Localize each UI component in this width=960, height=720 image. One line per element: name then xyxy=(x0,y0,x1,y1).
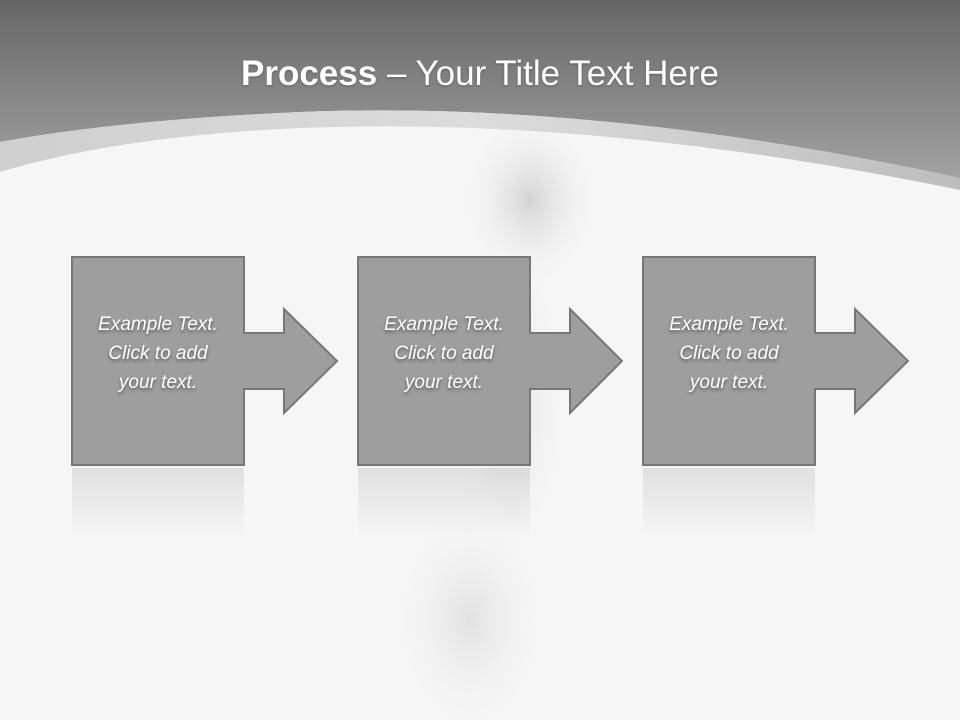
step-line: Example Text. xyxy=(384,314,504,335)
step-line: Click to add xyxy=(679,343,779,364)
process-step-3-text[interactable]: Example Text. Click to add your text. xyxy=(643,310,815,397)
process-step-2[interactable]: Example Text. Click to add your text. xyxy=(358,256,530,464)
step-line: your text. xyxy=(118,372,198,393)
process-step-1-shape xyxy=(71,256,339,466)
title-strong: Process xyxy=(241,54,378,93)
process-step-1[interactable]: Example Text. Click to add your text. xyxy=(72,256,244,464)
step-line: your text. xyxy=(689,372,769,393)
process-step-3[interactable]: Example Text. Click to add your text. xyxy=(643,256,815,464)
process-step-2-text[interactable]: Example Text. Click to add your text. xyxy=(358,310,530,397)
step-line: Example Text. xyxy=(98,314,218,335)
slide-title[interactable]: Process – Your Title Text Here xyxy=(0,52,960,96)
process-step-2-shape xyxy=(357,256,624,466)
step-line: Click to add xyxy=(108,343,208,364)
process-step-1-text[interactable]: Example Text. Click to add your text. xyxy=(72,310,244,397)
step-line: Example Text. xyxy=(669,314,789,335)
step-line: Click to add xyxy=(394,343,494,364)
title-rest: – Your Title Text Here xyxy=(377,54,719,93)
process-shapes xyxy=(71,256,910,466)
step-line: your text. xyxy=(404,372,484,393)
process-step-3-shape xyxy=(642,256,910,466)
